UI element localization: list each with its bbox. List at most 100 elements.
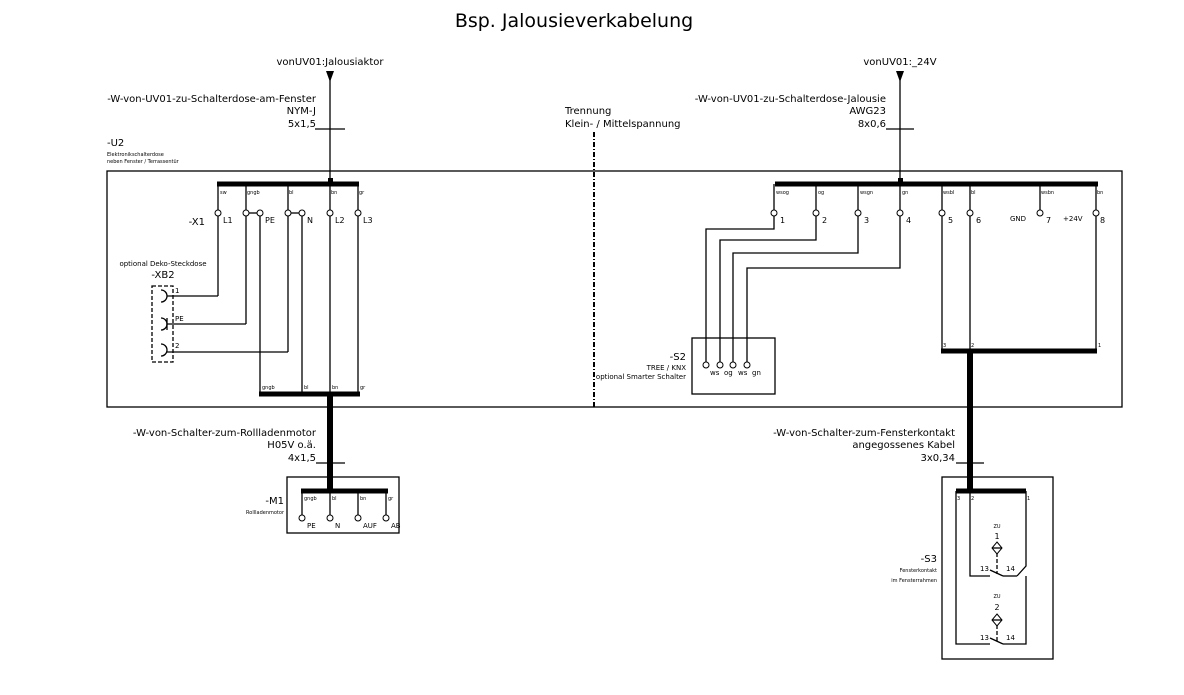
s2-pin-label: og [724,369,733,377]
contact-pin-a: 13 [980,565,989,573]
right-terminal-number: 1 [780,216,785,225]
right-terminal-icon [770,209,778,217]
right-terminal-number: 5 [948,216,953,225]
cable-w2-name: -W-von-UV01-zu-Schalterdose-Jalousie [695,94,886,105]
m1-terminal-label: AB [391,522,401,530]
x1-color-label: gngb [247,190,260,196]
m1-color-label: gngb [304,496,317,502]
wire-segment [732,216,859,362]
s3-desc-2: im Fensterrahmen [891,578,937,584]
xb2-sockets: 1 PE 2 [160,287,288,357]
wire-segment [746,216,901,362]
right-color-label: gn [902,190,908,196]
m1-color-label: bl [332,496,337,502]
right-color-label: wsgn [860,190,873,196]
right-color-label: bn [1097,190,1103,196]
m1-color-label: bn [360,496,366,502]
right-terminal-number: 8 [1100,216,1105,225]
s2-terminal-icon [702,361,710,369]
wire-segment [705,216,775,362]
s2-pin-label: ws [710,369,720,377]
right-color-label: bl [971,190,976,196]
x1-terminal-icon [214,209,222,217]
u2-out-color-label: bn [332,385,338,391]
s3-bus-pin-label: 1 [1027,496,1030,502]
s3-contact-2: ZU 2 13 14 [955,491,1027,645]
cable-w4-name: -W-von-Schalter-zum-Fensterkontakt [773,428,955,439]
xb2-tag: -XB2 [151,270,174,281]
bus-pin-label: 1 [1098,343,1101,349]
x1-terminal-icon [298,209,306,217]
right-bus-joint [898,178,903,184]
s2-terminal-icon [716,361,724,369]
wire-segment [719,216,817,362]
xb2-enclosure [151,285,174,363]
m1-color-label: gr [388,496,394,502]
u2-desc-2: neben Fenster / Terrassentür [107,159,180,165]
right-color-label: wsbl [943,190,954,196]
s2-pin-label: ws [738,369,748,377]
x1-terminal-label: PE [265,216,275,225]
cable-w1-cores: 5x1,5 [288,119,316,130]
socket-icon [160,317,168,331]
s3-tag: -S3 [921,554,937,565]
x1-terminal-icon [242,209,250,217]
x1-terminals: sw gngb bl bn gr L1 PE N L2 L3 [214,184,373,394]
x1-terminal-icon [326,209,334,217]
gnd-label: GND [1010,215,1026,223]
cable-w1-name: -W-von-UV01-zu-Schalterdose-am-Fenster [107,94,317,105]
s3-bus-pin-label: 2 [971,496,974,502]
x1-terminal-icon [284,209,292,217]
cable-w3-name: -W-von-Schalter-zum-Rollladenmotor [133,428,317,439]
m1-terminal-icon [354,514,362,522]
s2-pin-label: gn [752,369,761,377]
right-terminal-icon [966,209,974,217]
wire-segment [969,491,990,577]
bus-pin-label: 2 [971,343,974,349]
x1-color-label: bl [289,190,294,196]
s2-terminals: ws og ws gn [702,361,761,377]
wire-segment [955,491,990,645]
x1-tag: -X1 [189,217,205,228]
m1-terminal-icon [298,514,306,522]
cable-w4-cores: 3x0,34 [920,453,955,464]
cable-w3-cores: 4x1,5 [288,453,316,464]
s2-terminal-icon [729,361,737,369]
xb2-pin-label: PE [175,315,184,323]
contact-number: 2 [994,603,999,612]
s2-tag: -S2 [670,352,686,363]
x1-terminal-label: L2 [335,216,345,225]
u2-enclosure [106,170,1123,408]
right-terminal-icon [1036,209,1044,217]
cable-w2-cores: 8x0,6 [858,119,886,130]
feed-left-label: vonUV01:Jalousiaktor [277,57,385,68]
right-terminals: wsog og wsgn gn wsbl bl wsbn bn 1 2 3 4 … [705,184,1105,362]
bus-pin-label: 3 [943,343,946,349]
m1-enclosure [286,476,400,534]
cable-w4-type: angegossenes Kabel [852,440,955,451]
right-terminal-icon [938,209,946,217]
cable-w1-type: NYM-J [287,106,316,117]
m1-terminals: gngb bl bn gr PE N AUF AB [298,491,401,530]
cable-w3-type: H05V o.ä. [267,440,316,451]
s3-enclosure [941,476,1054,660]
xb2-pin-label: 2 [175,342,179,350]
x1-color-label: gr [359,190,365,196]
m1-terminal-label: N [335,522,340,530]
contact-state: ZU [993,524,1000,530]
s2-enclosure [691,337,776,395]
right-color-label: wsog [776,190,789,196]
right-terminal-icon [854,209,862,217]
contact-state: ZU [993,594,1000,600]
u2-out-color-label: gr [360,385,366,391]
contact-pin-b: 14 [1006,565,1015,573]
s3-desc-1: Fensterkontakt [900,568,937,574]
s3-contact-1: ZU 1 13 14 [969,491,1027,577]
m1-terminal-label: AUF [363,522,377,530]
right-terminal-icon [812,209,820,217]
xb2-pin-label: 1 [175,287,179,295]
right-color-label: wsbn [1041,190,1054,196]
socket-icon [160,289,168,303]
right-terminal-icon [1092,209,1100,217]
